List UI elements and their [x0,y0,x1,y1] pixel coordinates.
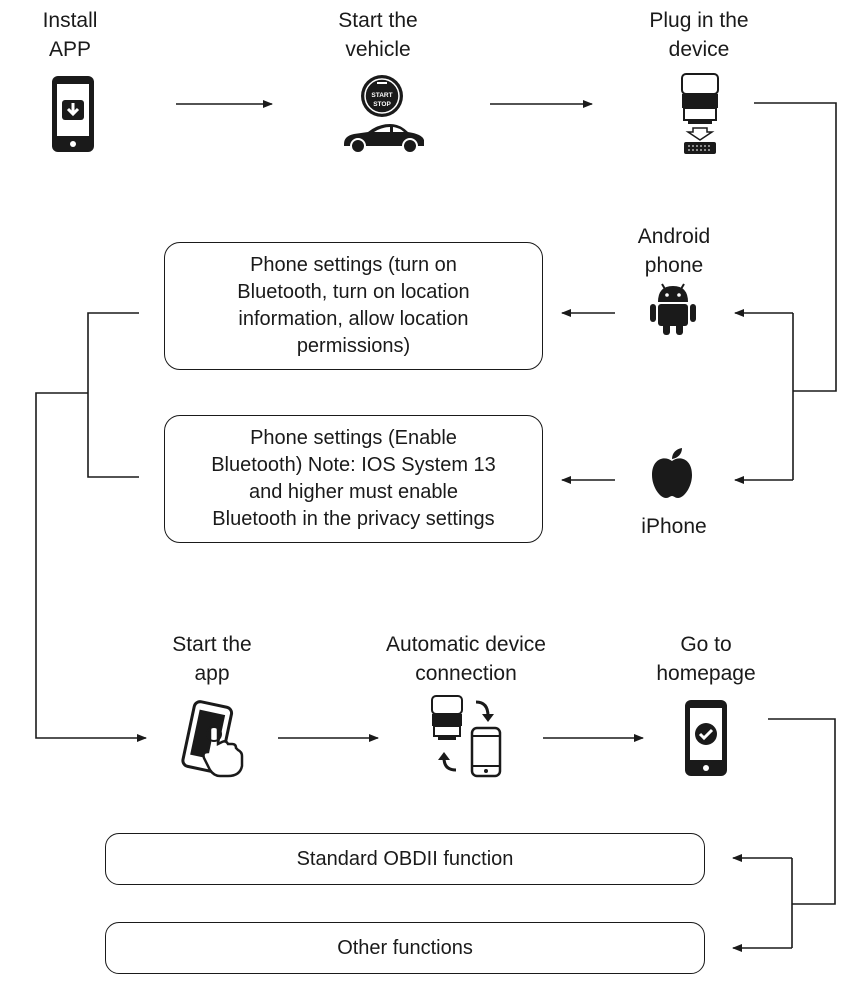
other-functions-box: Other functions [105,922,705,974]
apple-icon [652,448,692,498]
start-app-label: Start the app [172,633,252,685]
standard-obdii-box: Standard OBDII function [105,833,705,885]
tap-phone-icon [181,700,244,778]
homepage-label: Go to homepage [656,633,756,685]
iphone-label: iPhone [641,515,707,538]
obd-plug-icon [681,73,719,154]
android-phone-label: Android phone [637,225,711,277]
start-label: START [371,92,392,99]
stop-label: STOP [373,101,391,108]
phone-check-icon [685,700,727,776]
connector-to-start-app [35,392,147,742]
step-install-app-label: Install APP [42,9,98,61]
connector-plug-to-phones [754,102,837,392]
iphone-settings-box: Phone settings (Enable Bluetooth) Note: … [164,415,543,543]
android-settings-box: Phone settings (turn on Bluetooth, turn … [164,242,543,370]
device-phone-sync-icon [431,695,502,778]
phone-download-icon [52,76,94,152]
step-start-vehicle-label: Start the vehicle [338,9,418,61]
connector-settings-join [87,312,139,478]
auto-connect-label: Automatic device connection [386,633,546,685]
start-stop-car-icon: START STOP [344,75,424,154]
android-icon [650,283,696,335]
step-plug-device-label: Plug in the device [649,9,749,61]
connector-home-to-functions [768,718,836,905]
